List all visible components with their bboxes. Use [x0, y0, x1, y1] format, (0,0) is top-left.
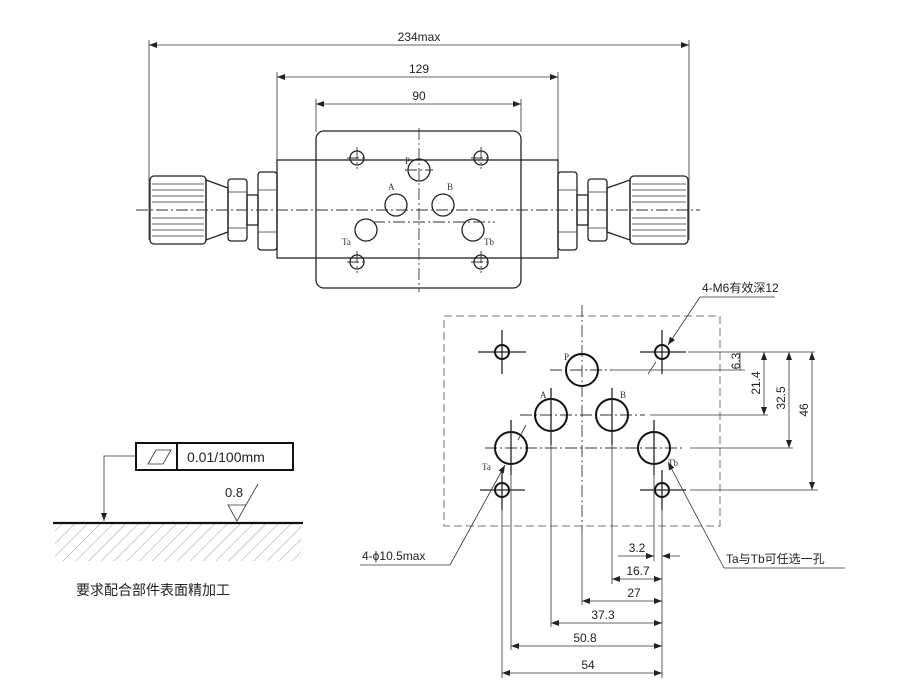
- dim-32-5: 32.5: [774, 386, 788, 410]
- port-ta-icon: [354, 218, 378, 242]
- face-label-b: B: [620, 390, 626, 400]
- mounting-block: [315, 130, 522, 289]
- callout-port-holes: 4-ϕ10.5max: [362, 549, 425, 563]
- dim-27: 27: [627, 586, 641, 600]
- top-label-a: A: [388, 182, 395, 192]
- flatness-frame: [135, 442, 294, 471]
- roughness-symbol-icon: [227, 483, 259, 522]
- flatness-value: 0.01/100mm: [187, 449, 265, 465]
- face-label-a: A: [540, 390, 547, 400]
- dim-37-3: 37.3: [591, 608, 615, 622]
- flatness-symbol-icon: [147, 449, 172, 465]
- dim-3-2: 3.2: [629, 541, 646, 555]
- top-view-holes: [347, 147, 495, 273]
- port-a-icon: [384, 193, 408, 217]
- top-label-tb: Tb: [484, 237, 494, 247]
- dim-body-label: 129: [409, 62, 429, 76]
- port-p-icon: [565, 353, 599, 387]
- mounting-face-view: P A B Ta Tb 6.3 21.4 32.5 46: [360, 280, 845, 678]
- dim-50-8: 50.8: [573, 631, 597, 645]
- dim-16-7: 16.7: [626, 564, 650, 578]
- dim-overall-label: 234max: [398, 30, 441, 44]
- right-adjuster: [557, 171, 689, 251]
- top-label-b: B: [447, 182, 453, 192]
- dim-54: 54: [581, 658, 595, 672]
- callout-tank-ports: Ta与Tb可任选一孔: [726, 552, 825, 566]
- callout-thread-holes: 4-M6有效深12: [702, 280, 779, 295]
- dim-46: 46: [797, 403, 811, 417]
- dim-21-4: 21.4: [749, 371, 763, 395]
- surface-spec: 0.01/100mm 0.8 要求配合部件表面精加工: [53, 442, 303, 599]
- face-label-p: P: [564, 352, 569, 362]
- face-label-ta: Ta: [482, 462, 491, 472]
- port-tb-icon: [461, 218, 485, 242]
- knurled-knob-icon: [629, 175, 689, 245]
- dim-block-label: 90: [412, 89, 426, 103]
- hex-nut-icon: [557, 171, 578, 251]
- top-label-ta: Ta: [342, 237, 351, 247]
- surface-caption: 要求配合部件表面精加工: [76, 583, 230, 599]
- top-label-p: P: [405, 156, 410, 166]
- face-label-tb: Tb: [668, 458, 678, 468]
- dim-6-3: 6.3: [729, 352, 743, 369]
- top-view: 234max 129 90: [136, 30, 700, 292]
- valve-body: [276, 159, 559, 259]
- hex-nut-icon: [257, 171, 278, 251]
- left-adjuster: [149, 171, 278, 251]
- roughness-value: 0.8: [225, 485, 243, 500]
- port-b-icon: [431, 193, 455, 217]
